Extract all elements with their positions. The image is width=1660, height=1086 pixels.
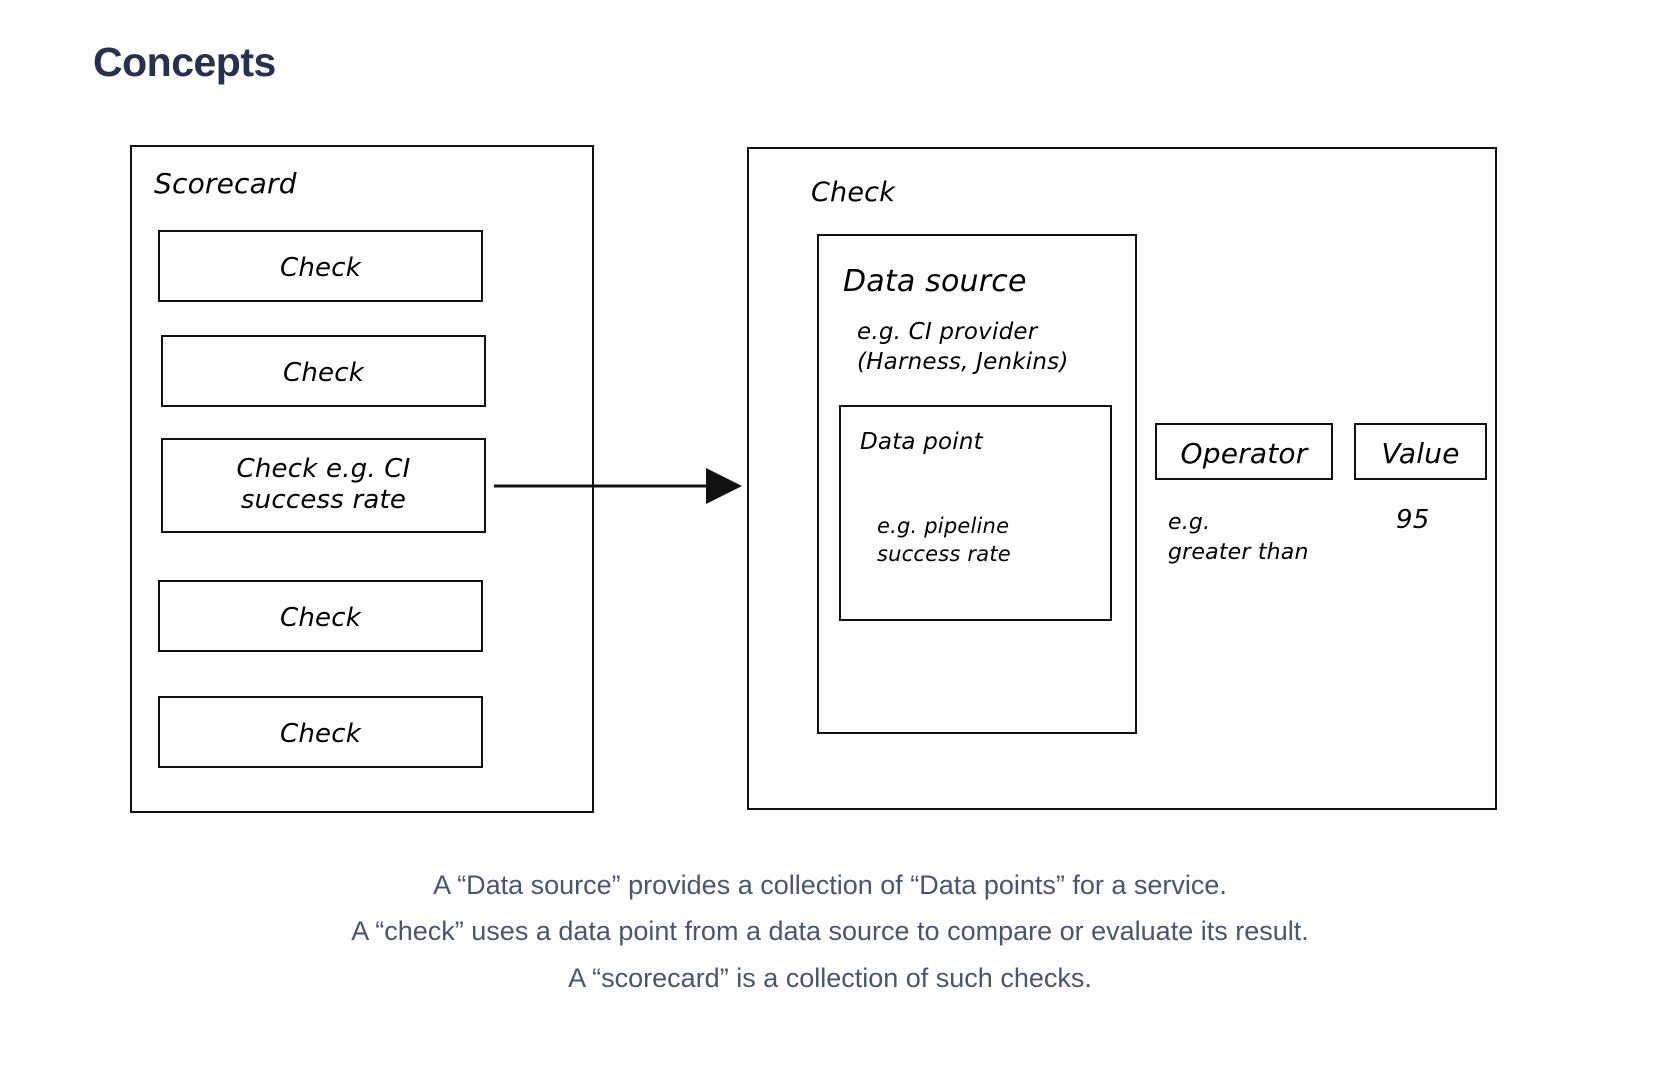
caption-line-2: A “check” uses a data point from a data … <box>351 916 1309 947</box>
value-example: 95 <box>1396 505 1430 535</box>
value-box: Value <box>1354 423 1487 480</box>
value-label: Value <box>1381 437 1460 470</box>
scorecard-check-label-ci: Check e.g. CI success rate <box>236 454 411 515</box>
scorecard-check-label: Check <box>280 603 361 633</box>
data-source-label: Data source <box>843 264 1027 299</box>
check-detail-label: Check <box>811 177 896 208</box>
operator-label: Operator <box>1180 437 1308 470</box>
data-point-label: Data point <box>860 429 983 455</box>
data-point-example: e.g. pipeline success rate <box>877 514 1011 567</box>
data-source-example: e.g. CI provider (Harness, Jenkins) <box>857 319 1069 375</box>
scorecard-check-label: Check <box>283 358 364 388</box>
scorecard-check-label: Check <box>280 719 361 749</box>
scorecard-check-item-ci[interactable]: Check e.g. CI success rate <box>161 438 486 533</box>
operator-box: Operator <box>1155 423 1333 480</box>
scorecard-check-item-2[interactable]: Check <box>161 335 486 407</box>
page-title: Concepts <box>93 39 276 86</box>
caption-line-3: A “scorecard” is a collection of such ch… <box>568 962 1092 993</box>
caption: A “Data source” provides a collection of… <box>0 862 1660 1001</box>
scorecard-check-item-1[interactable]: Check <box>158 230 483 302</box>
scorecard-check-item-4[interactable]: Check <box>158 580 483 652</box>
scorecard-check-item-5[interactable]: Check <box>158 696 483 768</box>
arrow-icon <box>494 468 742 504</box>
data-point-box: Data point e.g. pipeline success rate <box>839 405 1112 621</box>
operator-example: e.g. greater than <box>1168 510 1309 565</box>
scorecard-check-label: Check <box>280 253 361 283</box>
scorecard-label: Scorecard <box>154 167 297 200</box>
caption-line-1: A “Data source” provides a collection of… <box>433 870 1227 900</box>
